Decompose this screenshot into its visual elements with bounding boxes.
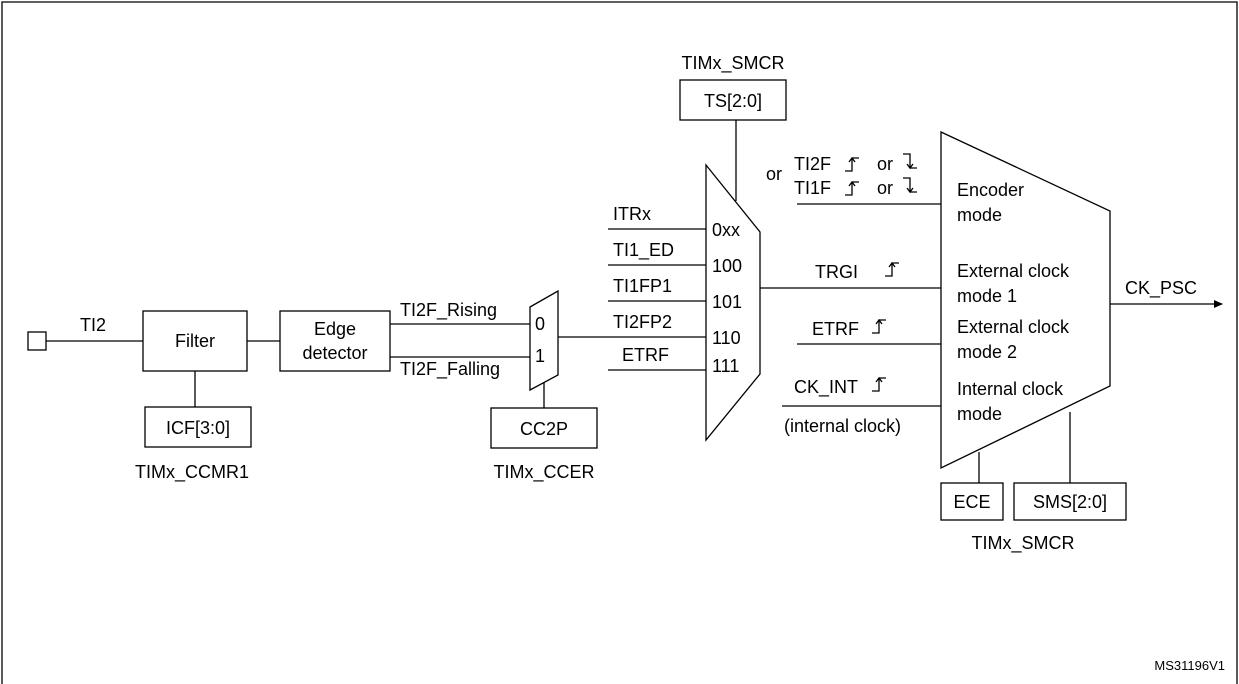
ck-int-label: CK_INT (794, 377, 858, 398)
rising-edge-icon (872, 376, 886, 392)
mode-ext2-2: mode 2 (957, 342, 1017, 362)
code-111: 111 (712, 356, 739, 376)
sms-box (1013, 482, 1127, 521)
mode-mux (940, 130, 1111, 470)
trigger-mux (705, 163, 761, 442)
cc2p-box (490, 407, 598, 449)
rising-edge-icon (845, 180, 859, 196)
ti2f-or: or (877, 154, 893, 174)
rising-edge-icon (845, 156, 859, 172)
input-pin (27, 331, 47, 351)
ccer-register-label: TIMx_CCER (493, 462, 594, 483)
mode-ext1-2: mode 1 (957, 286, 1017, 306)
edge-detector-label-2: detector (302, 343, 367, 363)
falling-edge-icon (903, 177, 917, 194)
figure-id: MS31196V1 (1154, 658, 1225, 673)
polarity-mux (529, 289, 559, 392)
itrx-label: ITRx (613, 204, 651, 224)
ti1f-label: TI1F (794, 178, 831, 198)
smcr-register-label-bottom: TIMx_SMCR (972, 533, 1075, 554)
ti1f-or: or (877, 178, 893, 198)
rising-label: TI2F_Rising (400, 300, 497, 321)
ts-label: TS[2:0] (704, 91, 762, 111)
rising-edge-icon (872, 318, 886, 334)
polarity-mux-input-1: 1 (535, 346, 545, 366)
mode-ext2-1: External clock (957, 317, 1070, 337)
mode-internal-2: mode (957, 404, 1002, 424)
ti2-label: TI2 (80, 315, 106, 335)
falling-edge-icon (903, 153, 917, 170)
edge-detector-block (279, 310, 391, 372)
ck-psc-label: CK_PSC (1125, 278, 1197, 299)
ts-box (679, 79, 787, 121)
ti2fp2-label: TI2FP2 (613, 312, 672, 332)
mode-encoder-2: mode (957, 205, 1002, 225)
mode-ext1-1: External clock (957, 261, 1070, 281)
ck-int-note: (internal clock) (784, 416, 901, 436)
edge-detector-label-1: Edge (314, 319, 356, 339)
trgi-label: TRGI (815, 262, 858, 282)
mode-encoder-1: Encoder (957, 180, 1024, 200)
cc2p-label: CC2P (520, 419, 568, 439)
ti2f-label: TI2F (794, 154, 831, 174)
falling-label: TI2F_Falling (400, 359, 500, 380)
ece-box (940, 482, 1004, 521)
ece-label: ECE (953, 492, 990, 512)
code-101: 101 (712, 292, 742, 312)
icf-label: ICF[3:0] (166, 418, 230, 438)
etrf-mux-label: ETRF (622, 345, 669, 365)
code-0xx: 0xx (712, 220, 740, 240)
code-100: 100 (712, 256, 742, 276)
etrf-input-label: ETRF (812, 319, 859, 339)
polarity-mux-input-0: 0 (535, 314, 545, 334)
ti1fp1-label: TI1FP1 (613, 276, 672, 296)
icf-box (144, 406, 252, 448)
filter-label: Filter (175, 331, 215, 351)
filter-block (142, 310, 248, 372)
sms-label: SMS[2:0] (1033, 492, 1107, 512)
smcr-register-label-top: TIMx_SMCR (682, 53, 785, 74)
code-110: 110 (712, 328, 741, 348)
or-prefix: or (766, 164, 782, 184)
mode-internal-1: Internal clock (957, 379, 1064, 399)
rising-edge-icon (885, 261, 899, 277)
ti1-ed-label: TI1_ED (613, 240, 674, 261)
ccmr1-register-label: TIMx_CCMR1 (135, 462, 249, 483)
